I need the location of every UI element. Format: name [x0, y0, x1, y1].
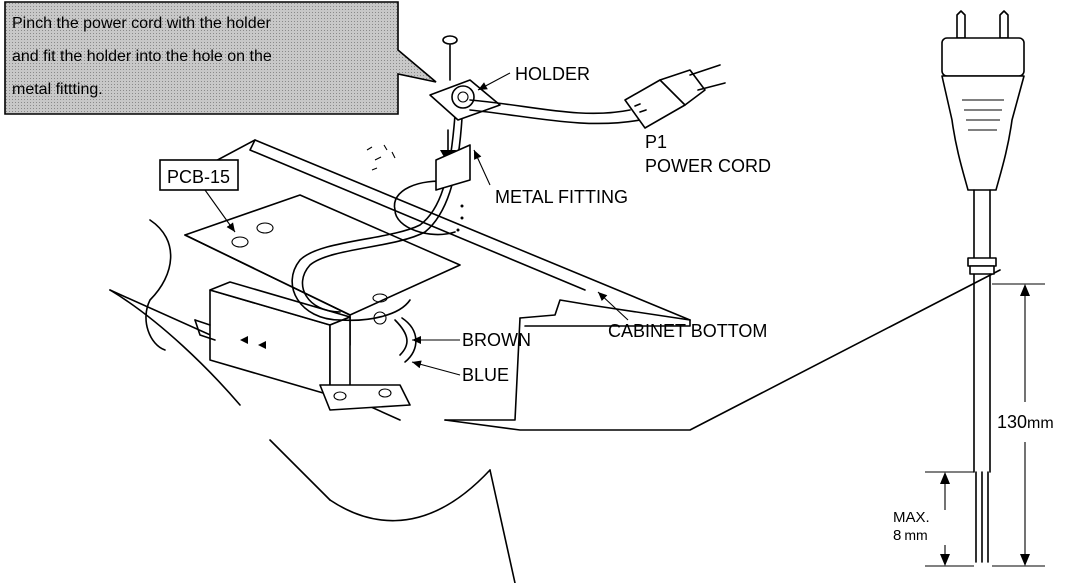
pcb-15-label-box: PCB-15: [159, 159, 239, 191]
length-value: 130: [997, 412, 1027, 432]
power-cord-label: POWER CORD: [645, 156, 771, 176]
transformer-block: [194, 281, 411, 411]
power-cord-to-plug: [469, 64, 726, 129]
metal-fitting-label: METAL FITTING: [495, 187, 628, 207]
p1-label: P1: [645, 132, 667, 152]
callout-line-3: metal fittting.: [12, 81, 103, 98]
cabinet-bottom-panel: [109, 139, 1001, 583]
instruction-callout: Pinch the power cord with the holder and…: [4, 1, 437, 115]
strip-max-label: MAX.: [893, 509, 930, 526]
brown-label: BROWN: [462, 330, 531, 350]
leader-lines: [204, 72, 629, 376]
blue-label: BLUE: [462, 365, 509, 385]
callout-line-1: Pinch the power cord with the holder: [12, 15, 271, 32]
pcb-15-label: PCB-15: [167, 167, 230, 187]
strip-value: 8: [893, 527, 901, 544]
length-unit: mm: [1027, 415, 1054, 432]
holder-label: HOLDER: [515, 64, 590, 84]
power-cord-cable: [291, 114, 464, 363]
length-dimension: 130mm: [997, 412, 1054, 432]
callout-line-2: and fit the holder into the hole on the: [12, 48, 272, 65]
holder-assembly: [429, 35, 501, 191]
cabinet-bottom-label: CABINET BOTTOM: [608, 321, 767, 341]
plug-dimension-drawing: [925, 10, 1045, 567]
strip-unit: mm: [904, 527, 927, 543]
